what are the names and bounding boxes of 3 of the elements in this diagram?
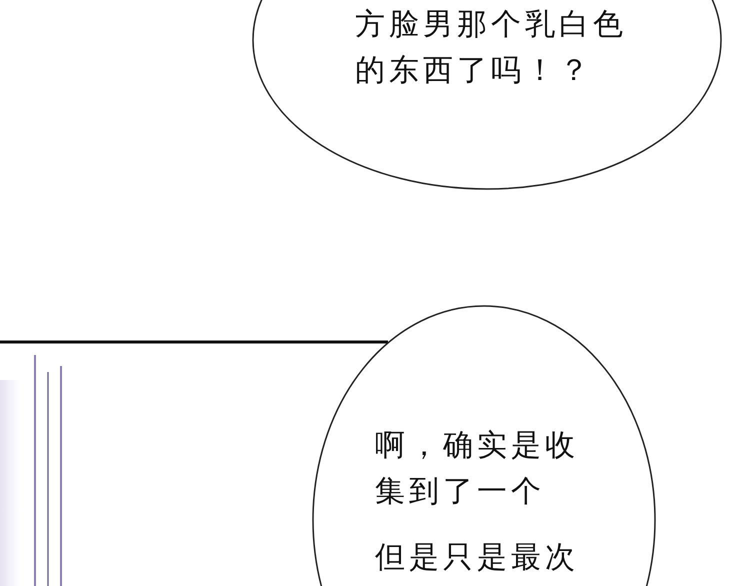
- dialogue-text: 啊，确实是收集到了一个: [375, 427, 580, 511]
- dialogue-text: 方脸男那个乳白色的东西了吗！？: [355, 6, 628, 90]
- dialogue-text: 但是只是最次: [375, 539, 580, 577]
